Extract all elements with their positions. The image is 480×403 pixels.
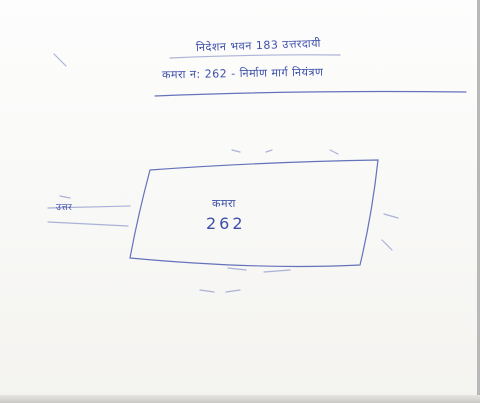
tick-top-2 bbox=[265, 149, 273, 153]
page-edge-right bbox=[477, 0, 480, 403]
room-label: कमरा bbox=[212, 197, 236, 210]
tick-bottom-1 bbox=[227, 267, 247, 271]
page-edge-bottom bbox=[0, 395, 480, 403]
address-line-2: कमरा न: 262 - निर्माण मार्ग नियंत्रण bbox=[161, 65, 324, 82]
tick-bottom-4 bbox=[225, 289, 241, 293]
stray-mark bbox=[53, 53, 67, 67]
tick-bottom-2 bbox=[263, 269, 291, 273]
margin-line-lower bbox=[47, 221, 129, 227]
room-number: 262 bbox=[206, 214, 246, 233]
tick-bottom-3 bbox=[199, 289, 215, 293]
tick-right-2 bbox=[381, 239, 393, 251]
tick-top-3 bbox=[329, 149, 339, 155]
margin-tick bbox=[59, 195, 71, 199]
tick-right-1 bbox=[383, 213, 399, 219]
underline-main bbox=[154, 90, 467, 97]
margin-label: उत्तर bbox=[56, 203, 73, 213]
margin-line-upper bbox=[47, 205, 131, 209]
underline-top bbox=[169, 54, 341, 59]
room-box bbox=[129, 159, 379, 268]
tick-top-1 bbox=[231, 149, 241, 153]
